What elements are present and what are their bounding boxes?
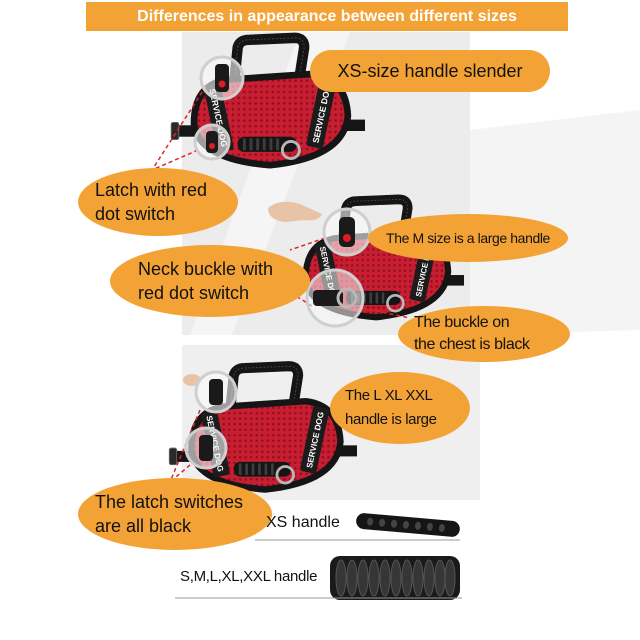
large-handle-label: S,M,L,XL,XXL handle [180, 568, 318, 585]
callout-line: handle is large [345, 411, 437, 428]
d-ring [275, 465, 295, 485]
callout-m-size-handle: The M size is a large handle [368, 214, 568, 262]
latch-magnifier-icon [193, 123, 231, 161]
grip-handle [237, 136, 297, 152]
callout-line: The L XL XXL [345, 387, 433, 404]
callout-line: dot switch [95, 204, 176, 224]
latch-magnifier-icon [199, 55, 245, 101]
page-title: Differences in appearance between differ… [86, 2, 568, 31]
callout-l-xl-xxl-handle: The L XL XXL handle is large [330, 372, 470, 444]
d-ring [386, 293, 405, 313]
callout-line: Neck buckle with [138, 259, 274, 279]
grip-handle [233, 461, 291, 477]
neck-buckle-magnifier-icon [322, 207, 372, 257]
latch-magnifier-icon [184, 426, 228, 470]
callout-line: The latch switches [95, 492, 244, 512]
callout-xs-handle: XS-size handle slender [310, 50, 550, 92]
callout-latch-black: The latch switches are all black [78, 478, 272, 550]
callout-text: XS-size handle slender [337, 61, 523, 81]
callout-latch-red-dot: Latch with red dot switch [78, 168, 238, 236]
large-handle-image [330, 556, 460, 600]
chest-buckle-magnifier-icon [305, 268, 365, 328]
xs-handle-label: XS handle [266, 514, 340, 531]
callout-line: The buckle on [414, 314, 510, 331]
harness-l-image: SERVICE DOG SERVICE DOG [168, 361, 357, 493]
callout-chest-buckle: The buckle on the chest is black [398, 306, 570, 362]
callout-line: Latch with red [95, 180, 208, 200]
callout-line: red dot switch [138, 283, 250, 303]
xs-handle-image [356, 513, 460, 537]
callout-line: the chest is black [414, 336, 530, 353]
callout-line: are all black [95, 516, 192, 536]
latch-magnifier-icon [194, 370, 238, 414]
callout-neck-buckle: Neck buckle with red dot switch [110, 245, 310, 317]
hand [268, 201, 322, 222]
d-ring [280, 140, 301, 160]
callout-text: The M size is a large handle [386, 230, 550, 246]
